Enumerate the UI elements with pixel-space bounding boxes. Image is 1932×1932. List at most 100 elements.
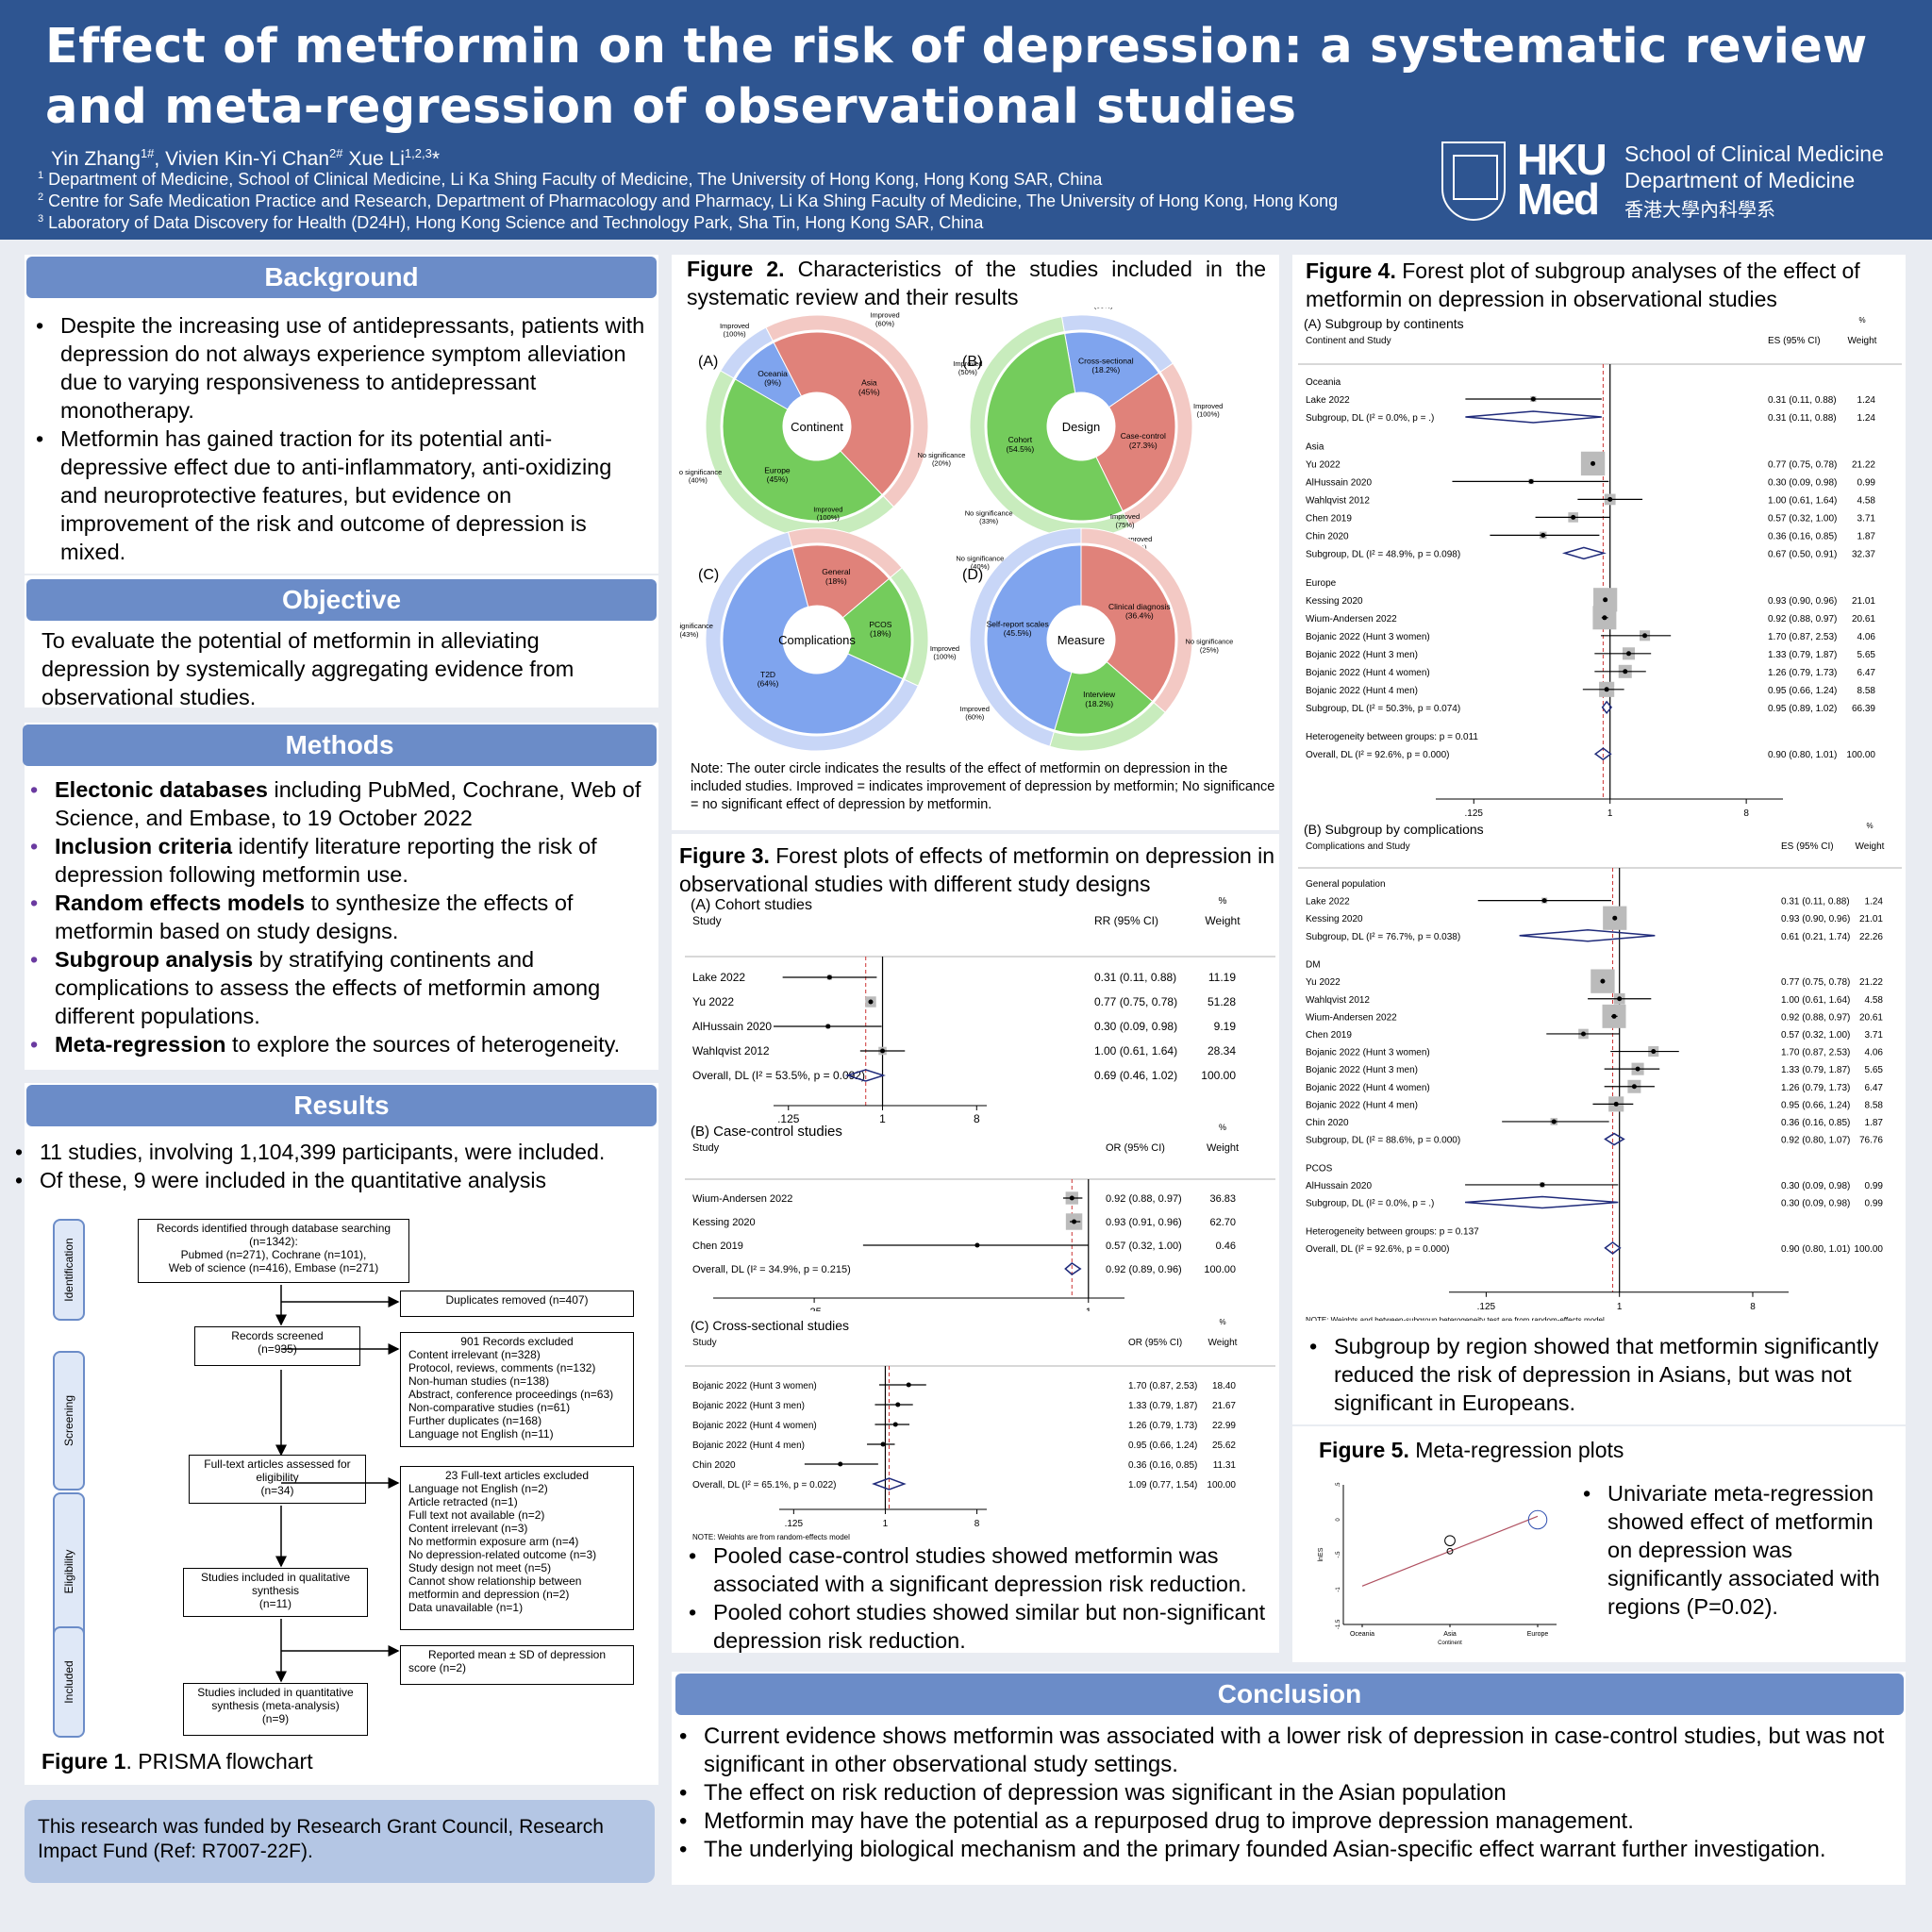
list-item: Univariate meta-regression showed effect…: [1583, 1479, 1900, 1621]
forest-row-label: Yu 2022: [1306, 977, 1341, 988]
forest-es-text: 0.30 (0.09, 0.98): [1781, 1181, 1850, 1191]
poster-title: Effect of metformin on the risk of depre…: [45, 17, 1894, 138]
donut-continent: (A)Oceania(9%)Asia(45%)Europe(45%)Contin…: [679, 311, 965, 565]
donut-design: (B)Cross-sectional(18.2%)Case-control(27…: [953, 308, 1223, 552]
forest-row-label: Wahlqvist 2012: [1306, 995, 1370, 1006]
forest-es-text: 0.93 (0.90, 0.96): [1768, 596, 1837, 607]
forest-group-label: Heterogeneity between groups: p = 0.137: [1306, 1226, 1479, 1237]
forest-es-text: 0.30 (0.09, 0.98): [1768, 477, 1837, 488]
mr-point: [1446, 1547, 1454, 1555]
fig3-caption: Figure 3. Forest plots of effects of met…: [679, 843, 1275, 896]
conclusion-list: Current evidence shows metformin was ass…: [679, 1723, 1902, 1864]
donut-outer-label: No significance(25%): [1185, 638, 1233, 655]
forest-es-text: 0.92 (0.89, 0.96): [1106, 1264, 1182, 1275]
donut-slice-label: Europe(45%): [764, 465, 791, 484]
prisma-text-line: Language not English (n=11): [408, 1427, 554, 1441]
donut-outer-label: Improved(100%): [813, 506, 842, 523]
list-item: Meta-regression to explore the sources o…: [30, 1030, 649, 1058]
mr-x-tick: Europe: [1527, 1631, 1549, 1638]
authors: Yin Zhang1#, Vivien Kin-Yi Chan2# Xue Li…: [51, 146, 440, 171]
list-item: Despite the increasing use of antidepres…: [36, 311, 645, 425]
prisma-text-line: Non-comparative studies (n=61): [408, 1401, 571, 1414]
forest-col-weight: Weight: [1856, 841, 1885, 852]
mr-y-tick: .5: [1336, 1482, 1341, 1488]
forest-point: [1580, 1031, 1586, 1037]
forest-weight-text: 21.22: [1852, 459, 1875, 470]
forest-col-es: OR (95% CI): [1128, 1338, 1182, 1348]
list-item: Pooled cohort studies showed similar but…: [689, 1598, 1275, 1655]
forest-group-label: DM: [1306, 960, 1321, 971]
list-item: Current evidence shows metformin was ass…: [679, 1723, 1902, 1779]
forest-tick-label: 1: [879, 1112, 886, 1123]
donut-center-label: Complications: [778, 633, 856, 647]
forest-col-study: Continent and Study: [1306, 336, 1391, 346]
donut-outer-label: Improved(60%): [960, 705, 990, 722]
mr-y-tick: 0: [1336, 1518, 1341, 1522]
donut-slice: [722, 547, 904, 735]
fig1-caption: Figure 1. PRISMA flowchart: [42, 1749, 313, 1774]
forest-col-weight: Weight: [1205, 914, 1241, 927]
prisma-text-line: Content irrelevant (n=328): [408, 1348, 541, 1361]
list-item: 11 studies, involving 1,104,399 particip…: [15, 1138, 660, 1166]
donut-slice: [1064, 331, 1160, 408]
forest-weight-text: 1.87: [1865, 1118, 1884, 1128]
prisma-text-line: metformin and depression (n=2): [408, 1588, 570, 1601]
forest-diamond: [1604, 1241, 1622, 1255]
forest-point: [880, 1048, 886, 1054]
prisma-text-line: Full text not available (n=2): [408, 1508, 545, 1522]
prisma-text-line: Abstract, conference proceedings (n=63): [408, 1388, 614, 1401]
forest-es-text: 0.36 (0.16, 0.85): [1768, 531, 1837, 541]
method-description: identify literature reporting the risk o…: [55, 834, 597, 887]
forest-weight-text: 6.47: [1865, 1083, 1884, 1093]
forest-weight-text: 22.99: [1212, 1421, 1236, 1431]
forest-row-label: Bojanic 2022 (Hunt 4 women): [1306, 668, 1430, 678]
forest-point: [838, 1461, 843, 1467]
forest-es-text: 0.92 (0.88, 0.97): [1106, 1193, 1182, 1205]
forest-tick-label: 1: [1607, 808, 1613, 819]
forest-weight-text: 28.34: [1208, 1044, 1236, 1058]
forest-tick-label: 1: [883, 1519, 889, 1529]
prisma-stage-label: Eligibility: [62, 1549, 75, 1594]
donut-center: [785, 608, 849, 672]
forest-col-weight-pct: %: [1219, 1318, 1225, 1326]
prisma-text-line: Data unavailable (n=1): [408, 1601, 524, 1614]
forest-group-label: PCOS: [1306, 1163, 1333, 1174]
prisma-stage-label: Screening: [62, 1394, 75, 1447]
forest-col-weight: Weight: [1207, 1142, 1239, 1154]
forest-row-label: Wahlqvist 2012: [692, 1044, 770, 1058]
mr-x-tick: Asia: [1443, 1631, 1457, 1638]
forest-col-weight-pct: %: [1858, 316, 1865, 325]
forest-es-text: 0.30 (0.09, 0.98): [1094, 1020, 1177, 1033]
forest-point: [1603, 597, 1608, 603]
list-item: Subgroup by region showed that metformin…: [1309, 1332, 1896, 1417]
list-item: Random effects models to synthesize the …: [30, 889, 649, 945]
forest-point: [1611, 1013, 1617, 1019]
forest-es-text: 0.95 (0.66, 1.24): [1128, 1441, 1197, 1451]
author-superscript: 1,2,3: [404, 146, 432, 160]
donut-panel-label: (A): [698, 354, 718, 370]
forest-row-label: Chin 2020: [1306, 1118, 1349, 1128]
forest-group-label: Heterogeneity between groups: p = 0.011: [1306, 732, 1478, 742]
forest-es-text: 0.61 (0.21, 1.74): [1781, 932, 1850, 942]
forest-row-label: Bojanic 2022 (Hunt 4 men): [692, 1441, 805, 1451]
forest-es-text: 0.67 (0.50, 0.91): [1768, 549, 1837, 559]
forest-es-text: 0.95 (0.66, 1.24): [1781, 1100, 1850, 1110]
forest-weight-text: 21.01: [1859, 914, 1883, 924]
forest-weight-text: 0.99: [1865, 1199, 1884, 1209]
forest-panel-title: (B) Case-control studies: [691, 1124, 842, 1140]
forest-row-label: Overall, DL (I² = 34.9%, p = 0.215): [692, 1264, 851, 1275]
forest-weight-text: 62.70: [1209, 1217, 1236, 1228]
forest-point: [1602, 615, 1607, 621]
forest-point: [1626, 651, 1632, 657]
forest-point: [1551, 1119, 1557, 1124]
forest-point: [868, 999, 874, 1005]
donut-measure: (D)Clinical diagnosis(36.4%)Interview(18…: [956, 512, 1233, 752]
forest-row-label: Bojanic 2022 (Hunt 3 women): [692, 1381, 817, 1391]
logo-med: Med: [1517, 175, 1600, 224]
